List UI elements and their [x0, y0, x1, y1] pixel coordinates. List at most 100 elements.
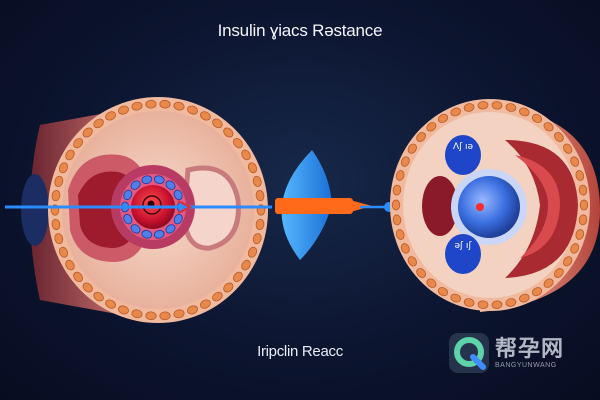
membrane-bead [416, 268, 426, 278]
membrane-bead [543, 278, 554, 288]
membrane-bead [58, 162, 69, 174]
membrane-bead [51, 190, 61, 202]
membrane-bead [575, 170, 585, 181]
watermark-logo-icon [449, 333, 489, 373]
receptor-bead [130, 180, 141, 190]
membrane-bead [241, 259, 251, 271]
right-label-blob-bottom [445, 234, 481, 274]
left-cell [21, 97, 268, 323]
receptor-bead [130, 224, 141, 234]
membrane-bead [575, 229, 585, 240]
membrane-bead [463, 298, 475, 307]
membrane-bead [187, 105, 198, 115]
receptor-bead [123, 189, 133, 201]
membrane-bead [65, 259, 75, 271]
membrane-bead [426, 278, 437, 288]
membrane-bead [145, 311, 157, 321]
membrane-bead [82, 127, 93, 138]
membrane-bead [255, 190, 265, 202]
membrane-bead [407, 143, 417, 154]
right-nucleus [458, 176, 520, 238]
membrane-bead [437, 113, 449, 123]
receptor-bead [173, 189, 183, 201]
membrane-bead [519, 107, 530, 117]
left-cell-opening [21, 174, 49, 246]
membrane-bead [519, 293, 530, 303]
diagram-title: Insulin ɣiacs Rəstance [217, 21, 383, 40]
membrane-bead [241, 149, 251, 161]
membrane-bead [233, 271, 243, 283]
membrane-bead [200, 111, 211, 121]
membrane-bead [531, 113, 543, 123]
receptor-bead [173, 213, 183, 225]
membrane-bead [233, 137, 243, 149]
membrane-bead [395, 170, 405, 181]
membrane-bead [392, 214, 402, 226]
membrane-bead [173, 309, 185, 319]
receptor-bead [123, 213, 133, 225]
right-cell [390, 99, 600, 312]
membrane-bead [463, 103, 475, 112]
membrane-bead [570, 243, 580, 254]
membrane-bead [578, 184, 588, 196]
right-cell-label-top: Ʌʃ ıə [452, 142, 474, 152]
membrane-bead [491, 101, 503, 110]
membrane-bead [82, 282, 93, 293]
membrane-bead [554, 132, 564, 142]
membrane-bead [578, 214, 588, 226]
membrane-bead [54, 233, 64, 245]
membrane-bead [505, 103, 517, 112]
membrane-bead [118, 305, 129, 315]
membrane-bead [200, 299, 211, 309]
membrane-bead [159, 311, 171, 321]
membrane-bead [212, 118, 223, 129]
membrane-bead [491, 300, 503, 309]
signal-arrow-small [177, 200, 193, 214]
membrane-bead [400, 156, 410, 167]
receptor-bead [165, 224, 176, 234]
membrane-bead [400, 243, 410, 254]
membrane-bead [252, 233, 262, 245]
membrane-bead [477, 101, 489, 110]
membrane-bead [223, 127, 234, 138]
right-membrane-beads [391, 101, 589, 309]
membrane-bead [450, 107, 461, 117]
membrane-bead [392, 184, 402, 196]
membrane-bead [187, 305, 198, 315]
right-vesicle-highlight [515, 155, 560, 258]
membrane-bead [531, 287, 543, 297]
membrane-bead [105, 111, 116, 121]
membrane-bead [105, 299, 116, 309]
membrane-bead [212, 291, 223, 302]
membrane-bead [247, 246, 258, 258]
membrane-bead [73, 137, 83, 149]
membrane-bead [65, 149, 75, 161]
right-cell-label-bottom: əʃ ıʃ [454, 241, 472, 251]
membrane-bead [450, 293, 461, 303]
membrane-bead [563, 143, 573, 154]
membrane-bead [437, 287, 449, 297]
watermark-chinese-text: 帮孕网 [495, 336, 565, 362]
membrane-bead [118, 105, 129, 115]
membrane-bead [391, 199, 401, 211]
membrane-bead [93, 291, 104, 302]
membrane-bead [131, 309, 143, 319]
membrane-bead [407, 256, 417, 267]
membrane-bead [477, 300, 489, 309]
membrane-bead [563, 256, 573, 267]
membrane-bead [73, 271, 83, 283]
nucleus-core-ring [142, 195, 162, 215]
membrane-bead [543, 122, 554, 132]
membrane-bead [570, 156, 580, 167]
membrane-bead [159, 99, 171, 109]
membrane-bead [416, 132, 426, 142]
membrane-bead [255, 218, 265, 230]
membrane-bead [395, 229, 405, 240]
membrane-bead [223, 282, 234, 293]
receptor-bead [141, 230, 153, 239]
membrane-bead [247, 162, 258, 174]
membrane-bead [93, 118, 104, 129]
right-label-blob-top [445, 135, 481, 175]
watermark-english-text: BANGYUNWANG [495, 361, 557, 369]
